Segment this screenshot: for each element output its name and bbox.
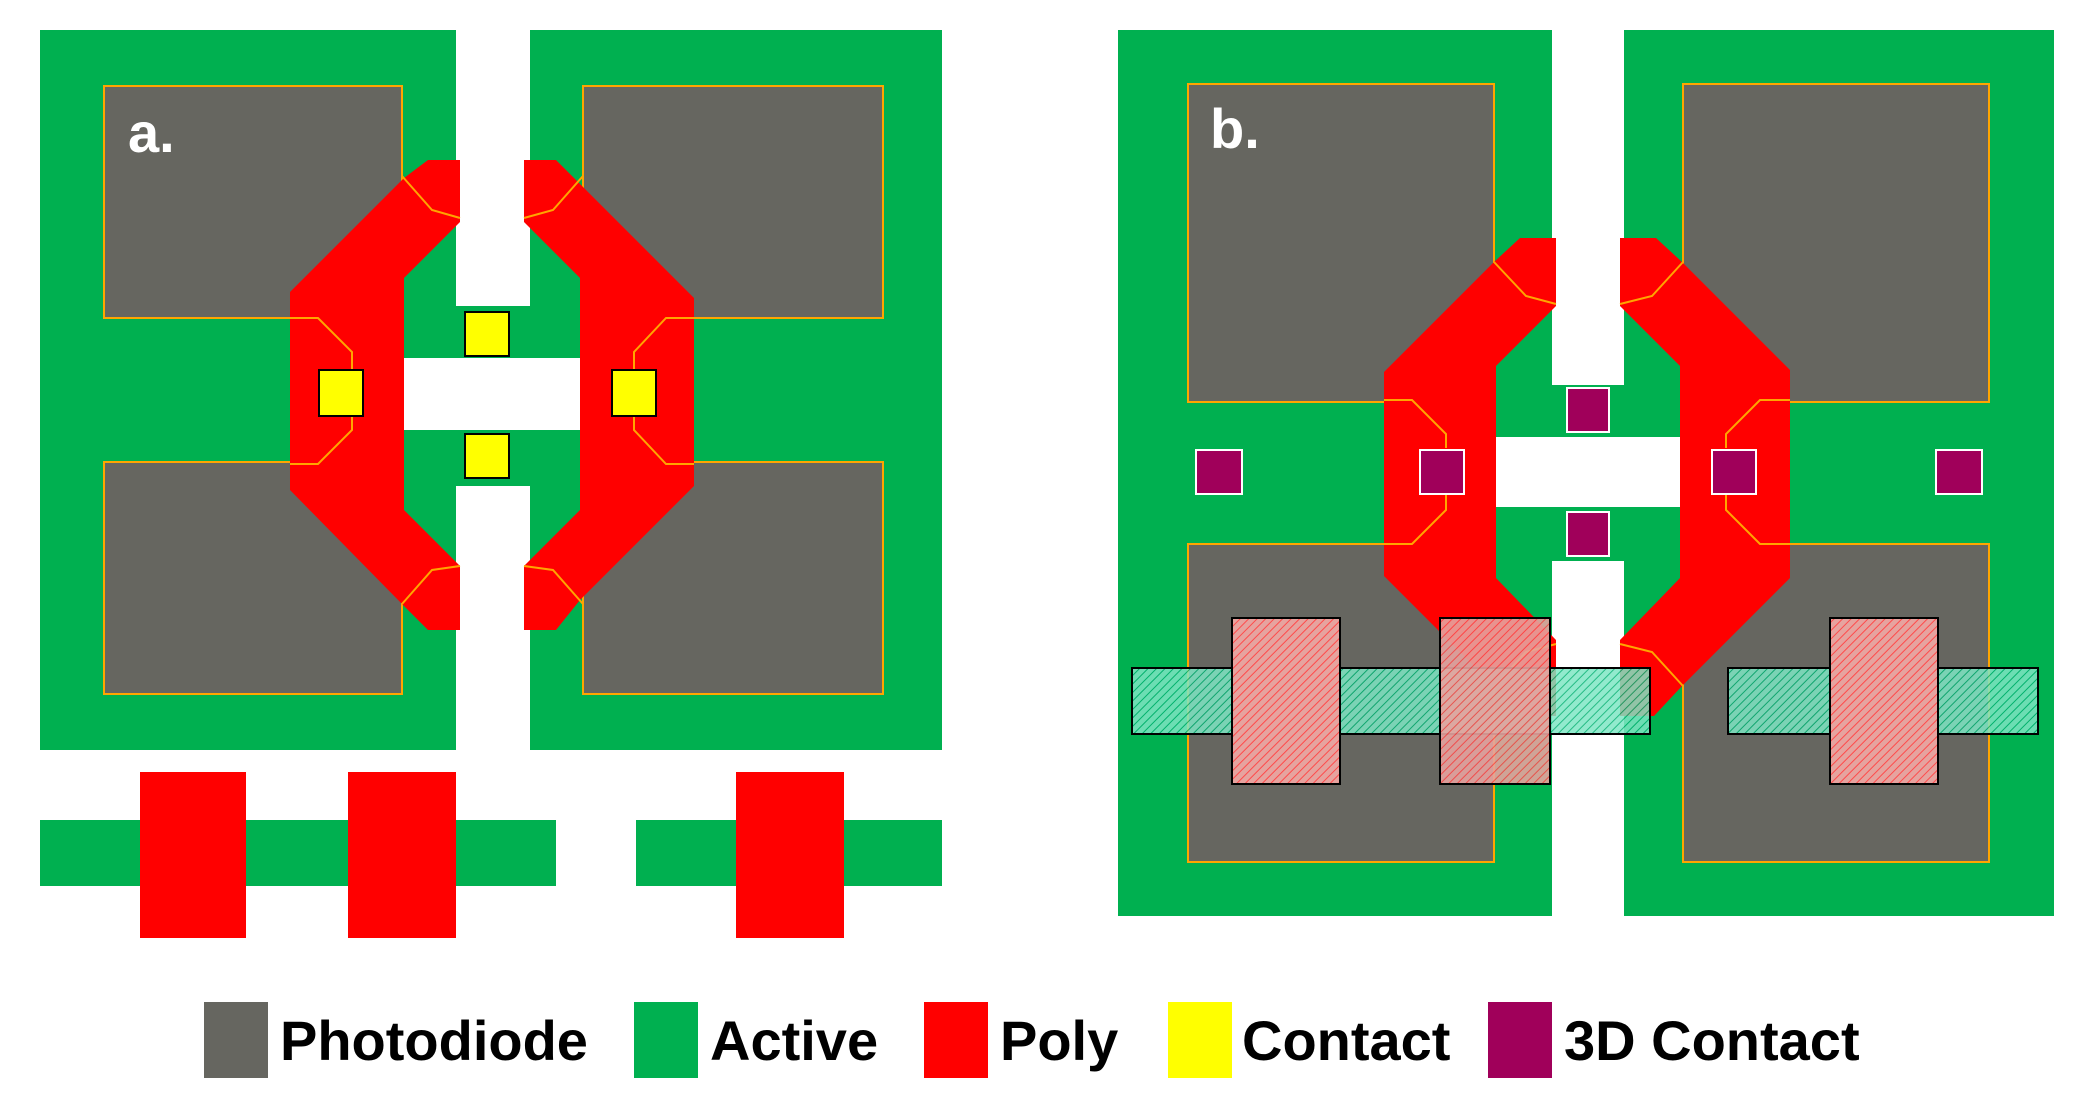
- legend-label-poly: Poly: [1000, 1009, 1118, 1072]
- panel-label-a: a.: [128, 101, 175, 164]
- contact: [318, 369, 364, 417]
- overlay-poly-gate: [1231, 617, 1341, 785]
- legend-swatch-active: [634, 1002, 698, 1078]
- legend-label-photodiode: Photodiode: [280, 1009, 588, 1072]
- legend-item-contact: Contact: [1168, 1002, 1450, 1078]
- overlay-poly-gate: [1439, 617, 1551, 785]
- contact-3d: [1935, 449, 1983, 495]
- legend: Photodiode Active Poly Contact 3D Contac…: [204, 1002, 1860, 1078]
- legend-label-3d-contact: 3D Contact: [1564, 1009, 1860, 1072]
- panel-a: a.: [40, 30, 942, 938]
- contact-3d: [1419, 449, 1465, 495]
- contact-3d: [1566, 511, 1610, 557]
- contact: [464, 311, 510, 357]
- overlay-active-strip: [1131, 667, 1651, 735]
- contact-3d: [1195, 449, 1243, 495]
- legend-item-poly: Poly: [924, 1002, 1118, 1078]
- legend-swatch-poly: [924, 1002, 988, 1078]
- legend-item-active: Active: [634, 1002, 878, 1078]
- poly-gate-left: [1384, 238, 1556, 716]
- legend-label-contact: Contact: [1242, 1009, 1450, 1072]
- center-gap: [1494, 437, 1683, 507]
- photodiode: [582, 461, 884, 695]
- active-strip: [40, 820, 556, 886]
- overlay-poly-gate: [1829, 617, 1939, 785]
- contact: [611, 369, 657, 417]
- panel-label-b: b.: [1210, 97, 1260, 160]
- poly-gate-left: [290, 160, 460, 630]
- legend-item-3d-contact: 3D Contact: [1488, 1002, 1860, 1078]
- center-gap: [402, 358, 583, 430]
- panel-b: b.: [1118, 30, 2054, 916]
- legend-item-photodiode: Photodiode: [204, 1002, 588, 1078]
- poly-outline: [290, 175, 694, 605]
- legend-swatch-photodiode: [204, 1002, 268, 1078]
- poly-gate: [736, 772, 844, 938]
- contact-3d: [1711, 449, 1757, 495]
- poly-gate-right: [1620, 238, 1790, 716]
- contact: [464, 433, 510, 479]
- contact-3d: [1566, 387, 1610, 433]
- poly-gate: [348, 772, 456, 938]
- legend-label-active: Active: [710, 1009, 878, 1072]
- legend-swatch-contact: [1168, 1002, 1232, 1078]
- poly-gate-right: [524, 160, 694, 630]
- poly-gate: [140, 772, 246, 938]
- legend-swatch-3d-contact: [1488, 1002, 1552, 1078]
